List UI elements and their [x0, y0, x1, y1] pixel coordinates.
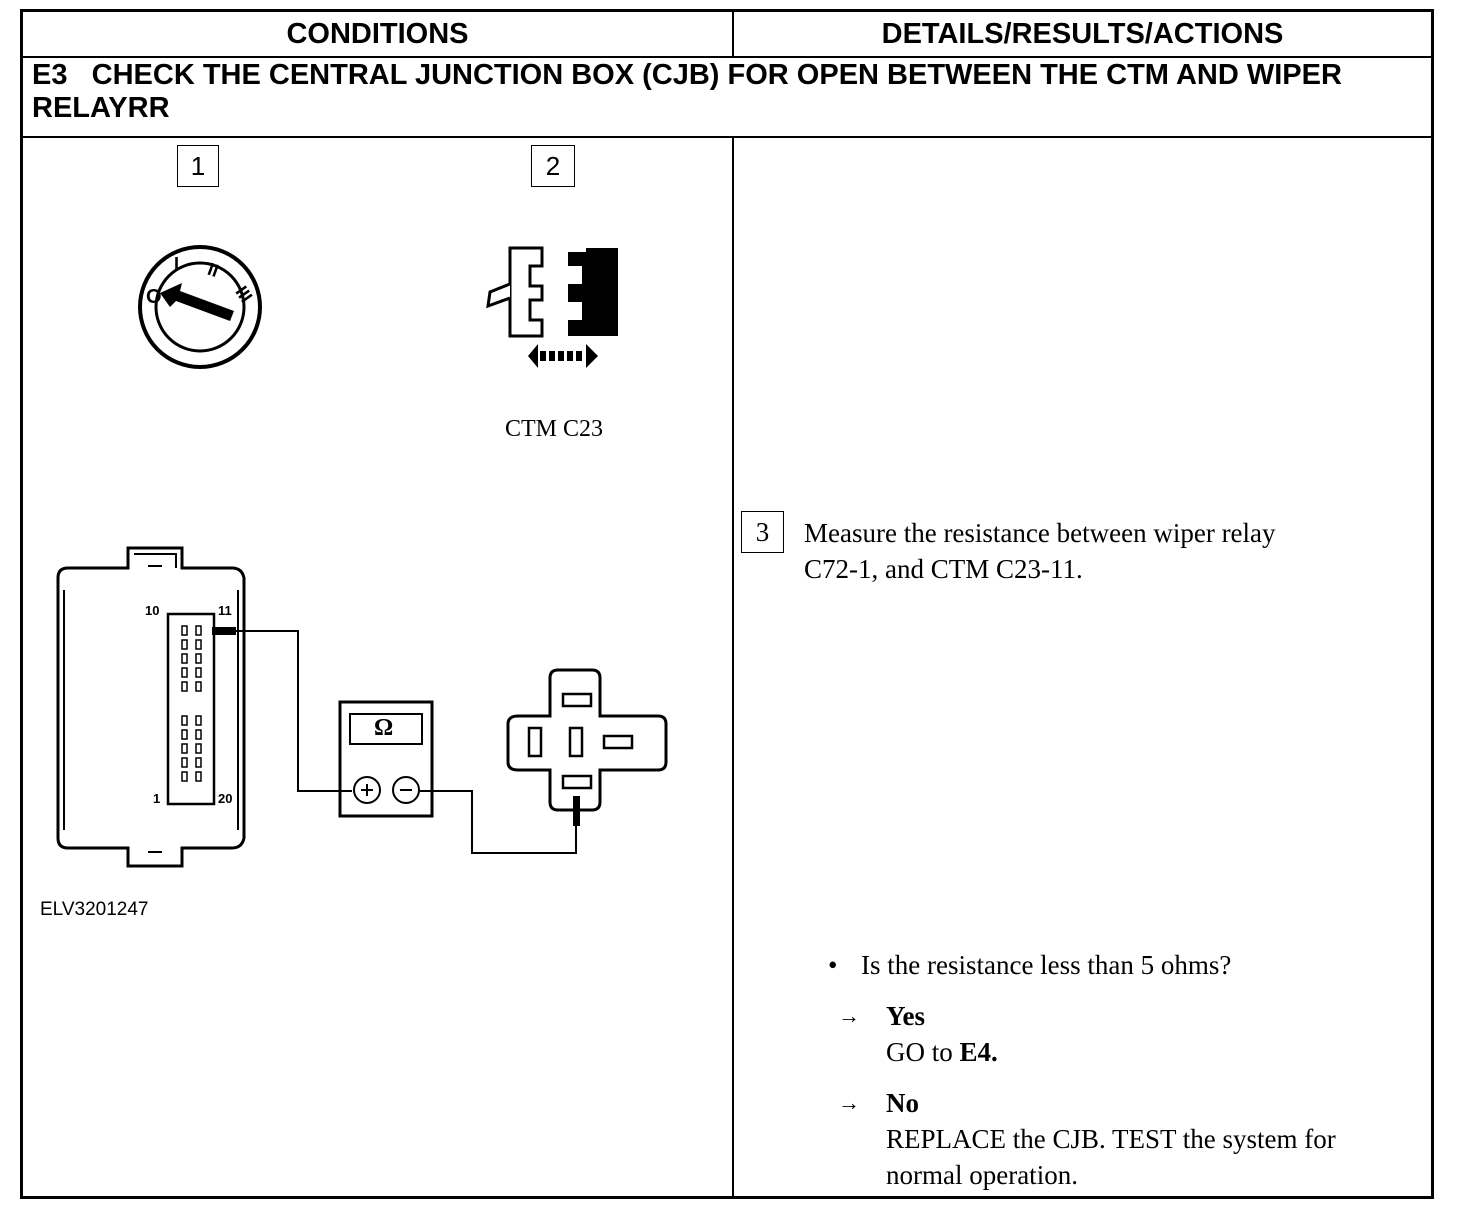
- header-divider: [732, 12, 734, 56]
- figure-id: ELV3201247: [40, 899, 149, 920]
- yes-action-prefix: GO to: [886, 1037, 960, 1067]
- pin-label-11: 11: [218, 603, 232, 618]
- step-1-box: 1: [177, 145, 219, 187]
- no-action-line2: normal operation.: [886, 1160, 1078, 1190]
- no-arrow: →: [838, 1090, 860, 1115]
- ignition-off-icon: [138, 245, 262, 369]
- ignition-pos-1: I: [174, 254, 180, 274]
- question-bullet: •: [828, 950, 838, 980]
- step-3-box: 3: [741, 511, 784, 553]
- procedure-table: CONDITIONS DETAILS/RESULTS/ACTIONS E3 CH…: [20, 9, 1434, 1199]
- pin-label-1: 1: [153, 791, 161, 806]
- yes-label: Yes: [886, 1001, 925, 1031]
- header-rule: [23, 56, 1431, 58]
- probe-tip-relay: [573, 796, 580, 826]
- title-rule: [23, 136, 1431, 138]
- measurement-diagram: [56, 546, 668, 868]
- no-action-line1: REPLACE the CJB. TEST the system for: [886, 1124, 1336, 1154]
- pin-label-10: 10: [145, 603, 160, 618]
- step3-line2: C72-1, and CTM C23-11.: [804, 554, 1083, 584]
- body-divider: [732, 136, 734, 1196]
- step-2-box: 2: [531, 145, 575, 187]
- question-text: Is the resistance less than 5 ohms?: [861, 950, 1232, 980]
- pin-label-20: 20: [218, 791, 233, 806]
- meter-leads: [236, 630, 577, 854]
- cjb-pins: [181, 625, 202, 782]
- relay-socket: [506, 668, 668, 812]
- connector-disconnect-icon: [486, 246, 618, 368]
- step3-line1: Measure the resistance between wiper rel…: [804, 518, 1276, 548]
- probe-tip-cjb: [212, 627, 236, 635]
- yes-arrow: →: [838, 1003, 860, 1028]
- header-conditions: CONDITIONS: [286, 17, 469, 50]
- step-title: E3 CHECK THE CENTRAL JUNCTION BOX (CJB) …: [32, 59, 1350, 124]
- ohm-symbol: Ω: [374, 715, 394, 741]
- yes-action: GO to E4.: [886, 1034, 998, 1070]
- ohmmeter: [338, 700, 434, 818]
- no-label: No: [886, 1088, 919, 1118]
- ignition-pos-0: O: [146, 286, 162, 308]
- cjb-module: [56, 546, 246, 868]
- header-details: DETAILS/RESULTS/ACTIONS: [881, 17, 1284, 50]
- yes-action-link[interactable]: E4.: [959, 1037, 998, 1067]
- connector-label: CTM C23: [505, 416, 604, 442]
